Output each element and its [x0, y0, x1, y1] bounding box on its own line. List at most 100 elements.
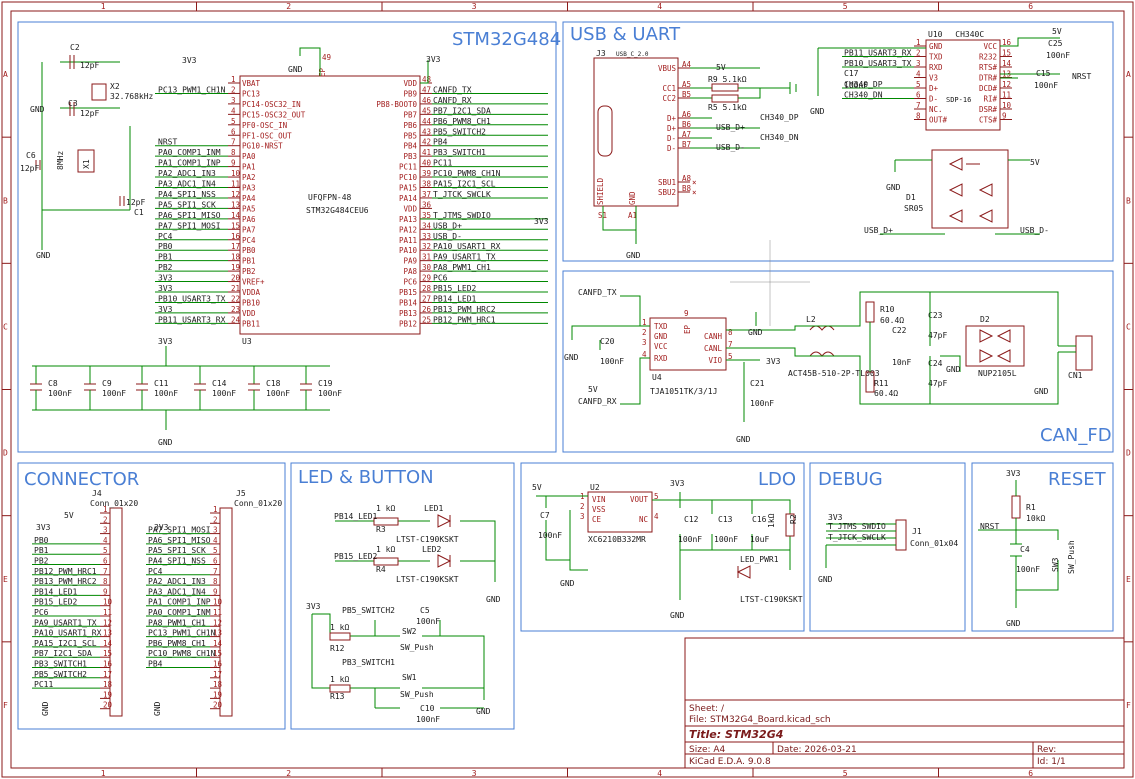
j4-pins-net-11: PC6: [34, 608, 49, 617]
frame-row-right-F: F: [1126, 701, 1131, 710]
mcu-pin-name-48: VDD: [403, 79, 417, 88]
frame-col-bottom-3: 3: [472, 769, 477, 778]
mcu-net-right-32: PA10_USART1_RX: [433, 242, 501, 251]
ch340-pin-name-1: GND: [929, 42, 943, 51]
u4-ref: U4: [652, 373, 662, 382]
u4-pin-num-8: 8: [728, 328, 733, 337]
ch340-net-2: PB11_USART3_RX: [844, 49, 912, 58]
usb-pin-num-A8: A8: [682, 174, 692, 183]
j5-3v3: 3V3: [154, 523, 169, 532]
usb-pin-name-A8: SBU1: [658, 178, 676, 187]
mcu-pin-num-11: 11: [231, 180, 240, 189]
u4-pin-name-4: RXD: [654, 354, 668, 363]
u2-part: XC6210B332MR: [588, 535, 646, 544]
mcu-pin-num-21: 21: [231, 284, 240, 293]
usb-pin-name-A7: D-: [667, 134, 676, 143]
u2-pin-name-5: VOUT: [630, 495, 649, 504]
j5-pins-num-12: 12: [213, 618, 222, 627]
c10-ref: C10: [420, 704, 435, 713]
frame-col-bottom-2: 2: [286, 769, 291, 778]
mcu-body: [239, 75, 421, 335]
mcu-pin-name-19: PB2: [242, 267, 256, 276]
j5-pins-net-16: PB4: [148, 660, 163, 669]
ch340-pin-name-10: DSR#: [979, 105, 998, 114]
r1-ref: R1: [1026, 503, 1036, 512]
c22-ref: C22: [892, 326, 907, 335]
mcu-pin-num-20: 20: [231, 274, 241, 283]
mcu-pin-name-22: PB10: [242, 298, 261, 307]
section-title-ldo: LDO: [758, 469, 796, 490]
j4-pins-num-1: 1: [103, 505, 108, 514]
j5-pins-num-9: 9: [213, 587, 218, 596]
mcu-pin-name-29: PC6: [403, 278, 417, 287]
mcu-net-right-44: PB6_PWM8_CH1: [433, 117, 491, 126]
frame-col-2: 2: [286, 2, 291, 11]
mcu-pin-num-27: 27: [422, 294, 431, 303]
u4-body: [649, 317, 727, 371]
usb-ch340-dp: CH340_DP: [760, 113, 799, 122]
section-title-reset: RESET: [1048, 469, 1107, 490]
mcu-pin-name-42: PB4: [403, 142, 417, 151]
mcu-pin-name-40: PC11: [399, 163, 417, 172]
j5-part: Conn_01x20: [234, 499, 282, 508]
mcu-pin-name-5: PF0-OSC_IN: [242, 121, 287, 130]
mcu-net-left-23: 3V3: [158, 305, 173, 314]
ch340-pin-num-12: 12: [1002, 80, 1011, 89]
j1-part: Conn_01x04: [910, 539, 958, 548]
mcu-pin-name-28: PB15: [399, 288, 417, 297]
mcu-net-right-30: PA8_PWM1_CH1: [433, 263, 491, 272]
mcu-pin-name-46: PB8-BOOT0: [376, 100, 417, 109]
mcu-pin-num-12: 12: [231, 190, 240, 199]
usb-pin-num-A4: A4: [682, 60, 692, 69]
x1-ref: X1: [82, 159, 91, 169]
ch340-pin-num-4: 4: [916, 70, 921, 79]
mcu-pin-name-47: PB9: [403, 89, 417, 98]
j5-pins-num-20: 20: [213, 701, 223, 710]
can-gnd-2: GND: [748, 328, 763, 337]
ch340-pin-num-11: 11: [1002, 91, 1011, 100]
usb-pin-num-A5: A5: [682, 80, 691, 89]
usb-conn-part: USB_C_2.0: [616, 51, 649, 58]
j5-gnd: GND: [153, 701, 162, 716]
mcu-pin-num-34: 34: [422, 221, 432, 230]
r4-net: PB15_LED2: [334, 552, 378, 561]
mcu-pin-name-6: PF1-OSC_OUT: [242, 131, 292, 140]
mcu-pin-num-10: 10: [231, 169, 241, 178]
r4-ref: R4: [376, 565, 386, 574]
btn-rail: 3V3: [306, 602, 321, 611]
j4-pins-num-5: 5: [103, 546, 108, 555]
ch340-pin-num-15: 15: [1002, 49, 1011, 58]
j4-pins-num-7: 7: [103, 567, 108, 576]
ch340-pin-num-14: 14: [1002, 59, 1012, 68]
mcu-net-right-40: PC11: [433, 159, 452, 168]
debug-section-box: [809, 462, 966, 632]
section-title-usb: USB & UART: [570, 24, 681, 45]
ldo-gnd-2: GND: [670, 611, 685, 620]
mcu-net-right-31: PA9_USART1_TX: [433, 253, 496, 262]
j4-pins-num-13: 13: [103, 629, 112, 638]
can-gnd-5: GND: [1034, 387, 1049, 396]
mcu-net-left-16: PC4: [158, 232, 173, 241]
ch340-pin-num-7: 7: [916, 101, 921, 110]
ch340-pin-num-2: 2: [916, 49, 921, 58]
ch340-pin-name-4: V3: [929, 74, 938, 83]
j5-pins-net-4: PA6_SPI1_MISO: [148, 536, 211, 545]
x2-ref: X2: [110, 82, 120, 91]
c24-ref: C24: [928, 359, 943, 368]
usb-pin-num-A7: A7: [682, 130, 691, 139]
mcu-pin-num-40: 40: [422, 159, 432, 168]
j4-pins-num-18: 18: [103, 680, 113, 689]
mcu-pin-name-38: PA15: [399, 184, 417, 193]
can-gnd-4: GND: [946, 365, 961, 374]
j5-pins-num-5: 5: [213, 546, 218, 555]
c24-val: 47pF: [928, 379, 947, 388]
x2-val: 32.768kHz: [110, 92, 154, 101]
ch340-net-6: CH340_DN: [844, 91, 883, 100]
usb-conn-ref: J3: [596, 49, 606, 58]
mcu-net-right-45: PB7_I2C1_SDA: [433, 106, 491, 115]
mcu-net-right-26: PB13_PWM_HRC2: [433, 305, 496, 314]
frame-row-A: A: [3, 70, 8, 79]
mcu-net-right-25: PB12_PWM_HRC1: [433, 315, 496, 324]
u4-pin-num-5: 5: [728, 352, 733, 361]
decap-ref-C8: C8: [48, 379, 58, 388]
